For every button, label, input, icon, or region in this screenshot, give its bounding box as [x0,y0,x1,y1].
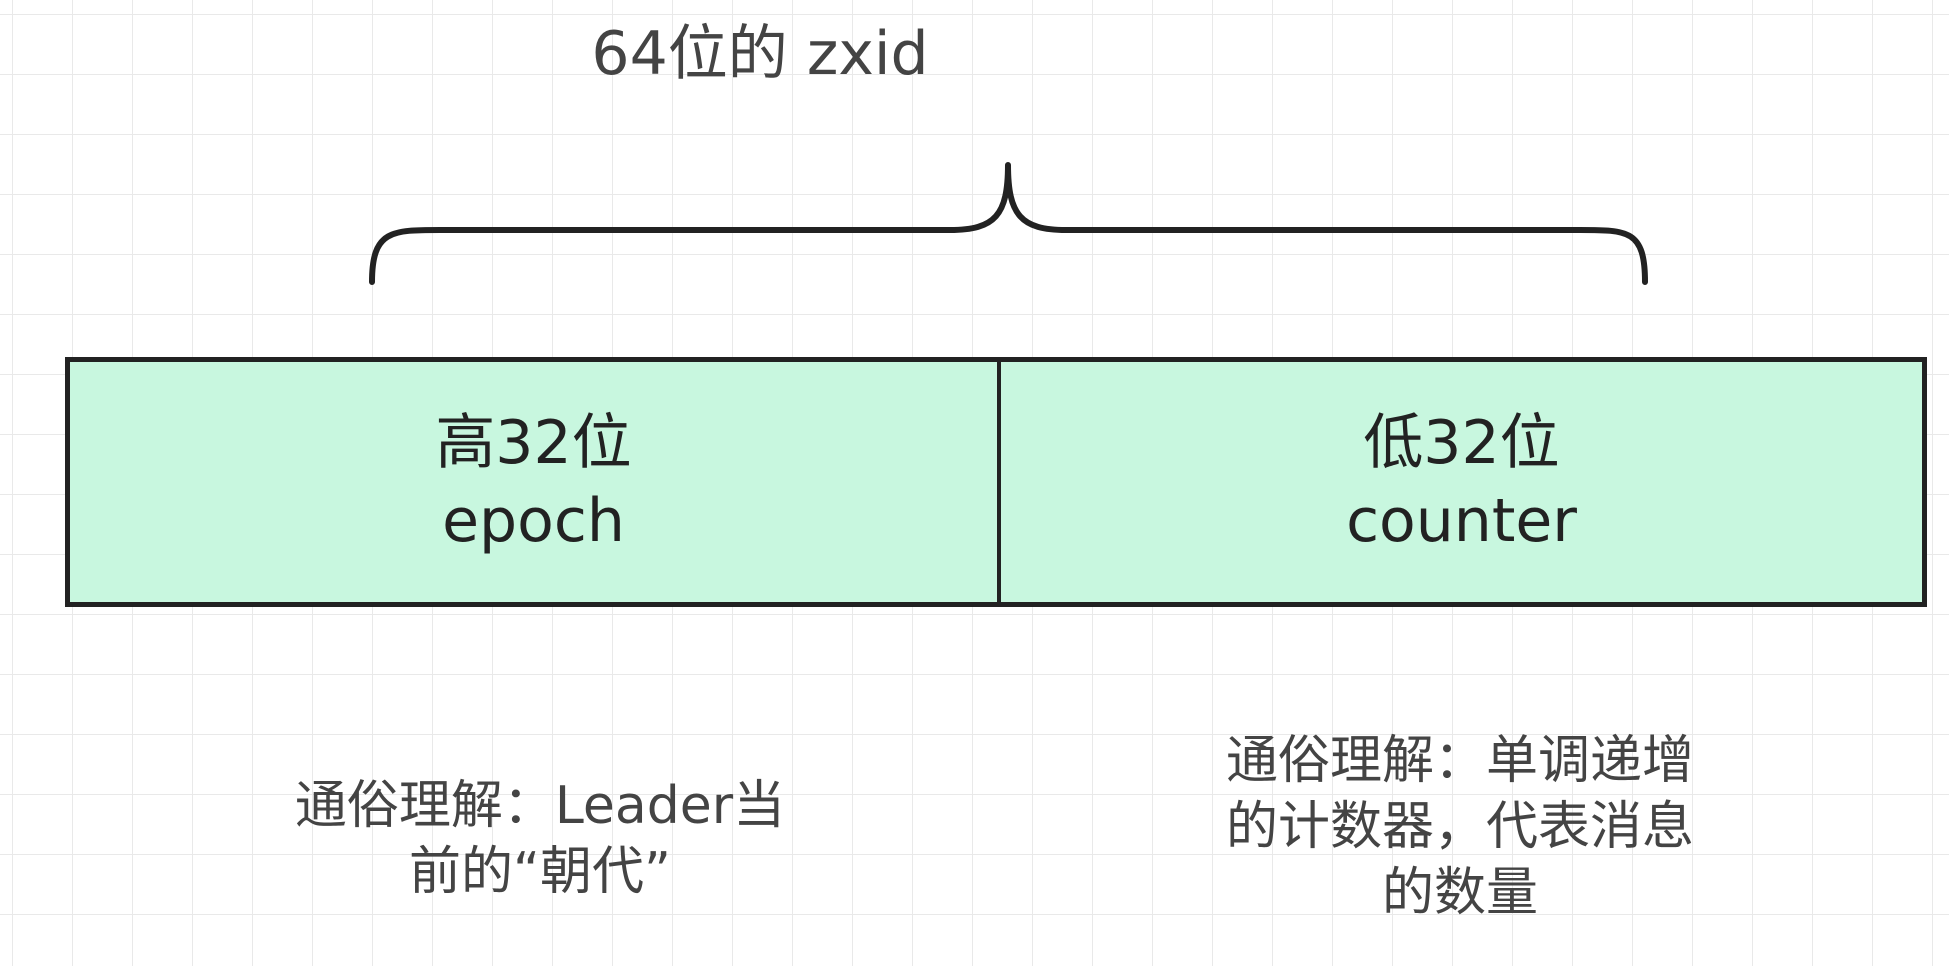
epoch-explanation: 通俗理解：Leader当 前的“朝代” [200,773,880,905]
diagram-title: 64位的 zxid [591,19,929,89]
epoch-explanation-line: 通俗理解：Leader当 [294,776,786,836]
zxid-bit-bar: 高32位 epoch 低32位 counter [65,357,1927,607]
high-bits-label: 高32位 [435,408,632,478]
curly-brace [369,162,1648,285]
epoch-label: epoch [442,486,625,556]
counter-explanation: 通俗理解：单调递增 的计数器，代表消息 的数量 [1140,728,1780,926]
counter-explanation-line: 通俗理解：单调递增 [1225,731,1694,791]
low-bits-label: 低32位 [1363,408,1560,478]
low-32-bits-segment: 低32位 counter [1001,362,1922,602]
counter-explanation-line: 的数量 [1381,863,1538,923]
high-32-bits-segment: 高32位 epoch [70,362,1001,602]
epoch-explanation-line: 前的“朝代” [409,842,671,902]
counter-label: counter [1346,486,1577,556]
counter-explanation-line: 的计数器，代表消息 [1225,797,1694,857]
